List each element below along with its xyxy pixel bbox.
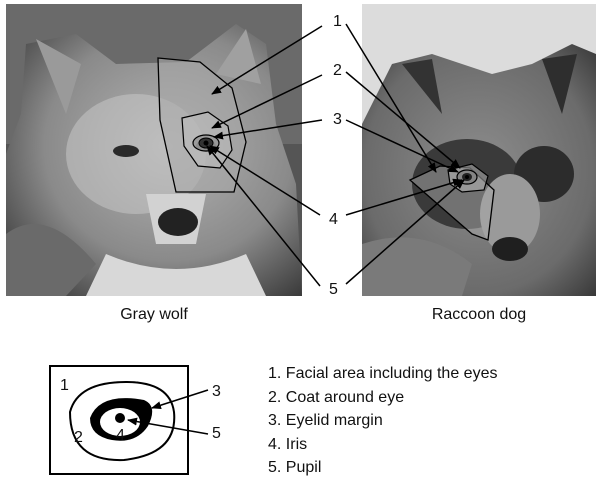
wolf-region-pupil (203, 140, 209, 146)
arrow-3-raccoon (345, 119, 459, 173)
callout-number-3: 3 (333, 111, 342, 128)
arrow-2-wolf (211, 74, 323, 129)
arrow-5-wolf (206, 145, 321, 287)
raccoon-dog-caption: Raccoon dog (431, 306, 527, 323)
arrow-2-raccoon (345, 71, 461, 169)
arrow-1-raccoon (345, 23, 437, 173)
schematic-number-1: 1 (60, 377, 69, 394)
callout-number-1: 1 (333, 13, 342, 30)
arrow-3-wolf (213, 119, 323, 140)
schematic-arrow-3 (151, 389, 209, 410)
legend-item-1: 1. Facial area including the eyes (268, 365, 498, 382)
arrow-1-wolf (211, 25, 323, 95)
callout-number-2: 2 (333, 62, 342, 79)
legend-item-4: 4. Iris (268, 435, 308, 453)
legend-item-5: 5. Pupil (268, 459, 322, 476)
schematic-number-2: 2 (74, 429, 83, 446)
arrow-4-raccoon (345, 178, 463, 216)
callout-number-4: 4 (329, 211, 338, 228)
raccoon-region-pupil (465, 175, 469, 179)
schematic-pupil (115, 413, 125, 423)
arrow-4-wolf (209, 145, 321, 216)
gray-wolf-caption: Gray wolf (120, 306, 188, 323)
legend-item-3: 3. Eyelid margin (268, 412, 383, 429)
schematic-arrow-5 (127, 417, 209, 435)
eye-schematic: 1 2 3 4 5 (49, 365, 221, 475)
legend: 1. Facial area including the eyes 2. Coa… (268, 362, 497, 480)
schematic-number-5: 5 (212, 425, 221, 442)
callout-number-5: 5 (329, 281, 338, 298)
arrow-5-raccoon (345, 179, 465, 285)
legend-item-2: 2. Coat around eye (268, 388, 405, 406)
schematic-number-3: 3 (212, 383, 221, 400)
schematic-number-4: 4 (116, 427, 125, 444)
